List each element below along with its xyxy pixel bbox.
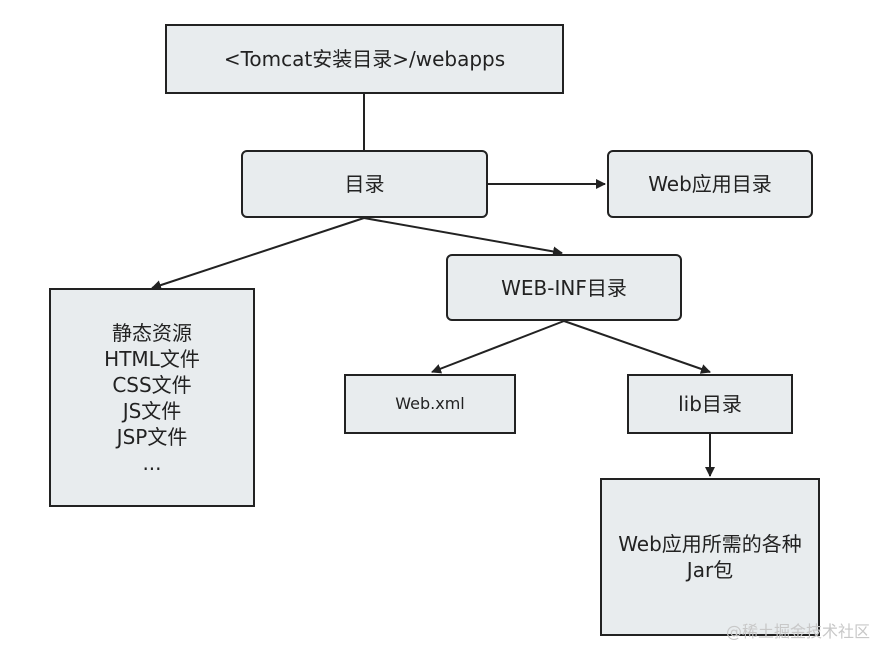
webinf-node: WEB-INF目录 <box>446 254 682 321</box>
static-resources-node: 静态资源 HTML文件 CSS文件 JS文件 JSP文件 ... <box>49 288 255 507</box>
watermark: @稀土掘金技术社区 <box>725 622 870 641</box>
static-line: ... <box>142 450 162 475</box>
static-line: CSS文件 <box>112 372 192 397</box>
jar-node: Web应用所需的各种 Jar包 <box>600 478 820 636</box>
directory-node: 目录 <box>241 150 488 218</box>
static-line: JSP文件 <box>116 424 188 449</box>
lib-node: lib目录 <box>627 374 793 434</box>
arrow-webinf-to-lib <box>563 320 711 374</box>
arrow-webinf-to-webxml <box>431 320 565 374</box>
webxml-label: Web.xml <box>395 394 465 413</box>
root-node: <Tomcat安装目录>/webapps <box>165 24 564 94</box>
webapp-dir-label: Web应用目录 <box>648 172 772 196</box>
arrow-dir-to-webinf <box>363 217 563 257</box>
directory-label: 目录 <box>344 172 385 196</box>
jar-line: Web应用所需的各种 <box>618 532 802 556</box>
static-line: JS文件 <box>122 398 182 423</box>
static-line: 静态资源 <box>112 320 192 345</box>
root-label: <Tomcat安装目录>/webapps <box>223 47 506 71</box>
lib-label: lib目录 <box>678 392 742 416</box>
jar-line: Jar包 <box>686 558 734 582</box>
static-line: HTML文件 <box>104 346 200 371</box>
webinf-label: WEB-INF目录 <box>501 275 627 300</box>
webapp-dir-node: Web应用目录 <box>607 150 813 218</box>
webxml-node: Web.xml <box>344 374 516 434</box>
arrow-dir-to-static <box>151 217 365 290</box>
